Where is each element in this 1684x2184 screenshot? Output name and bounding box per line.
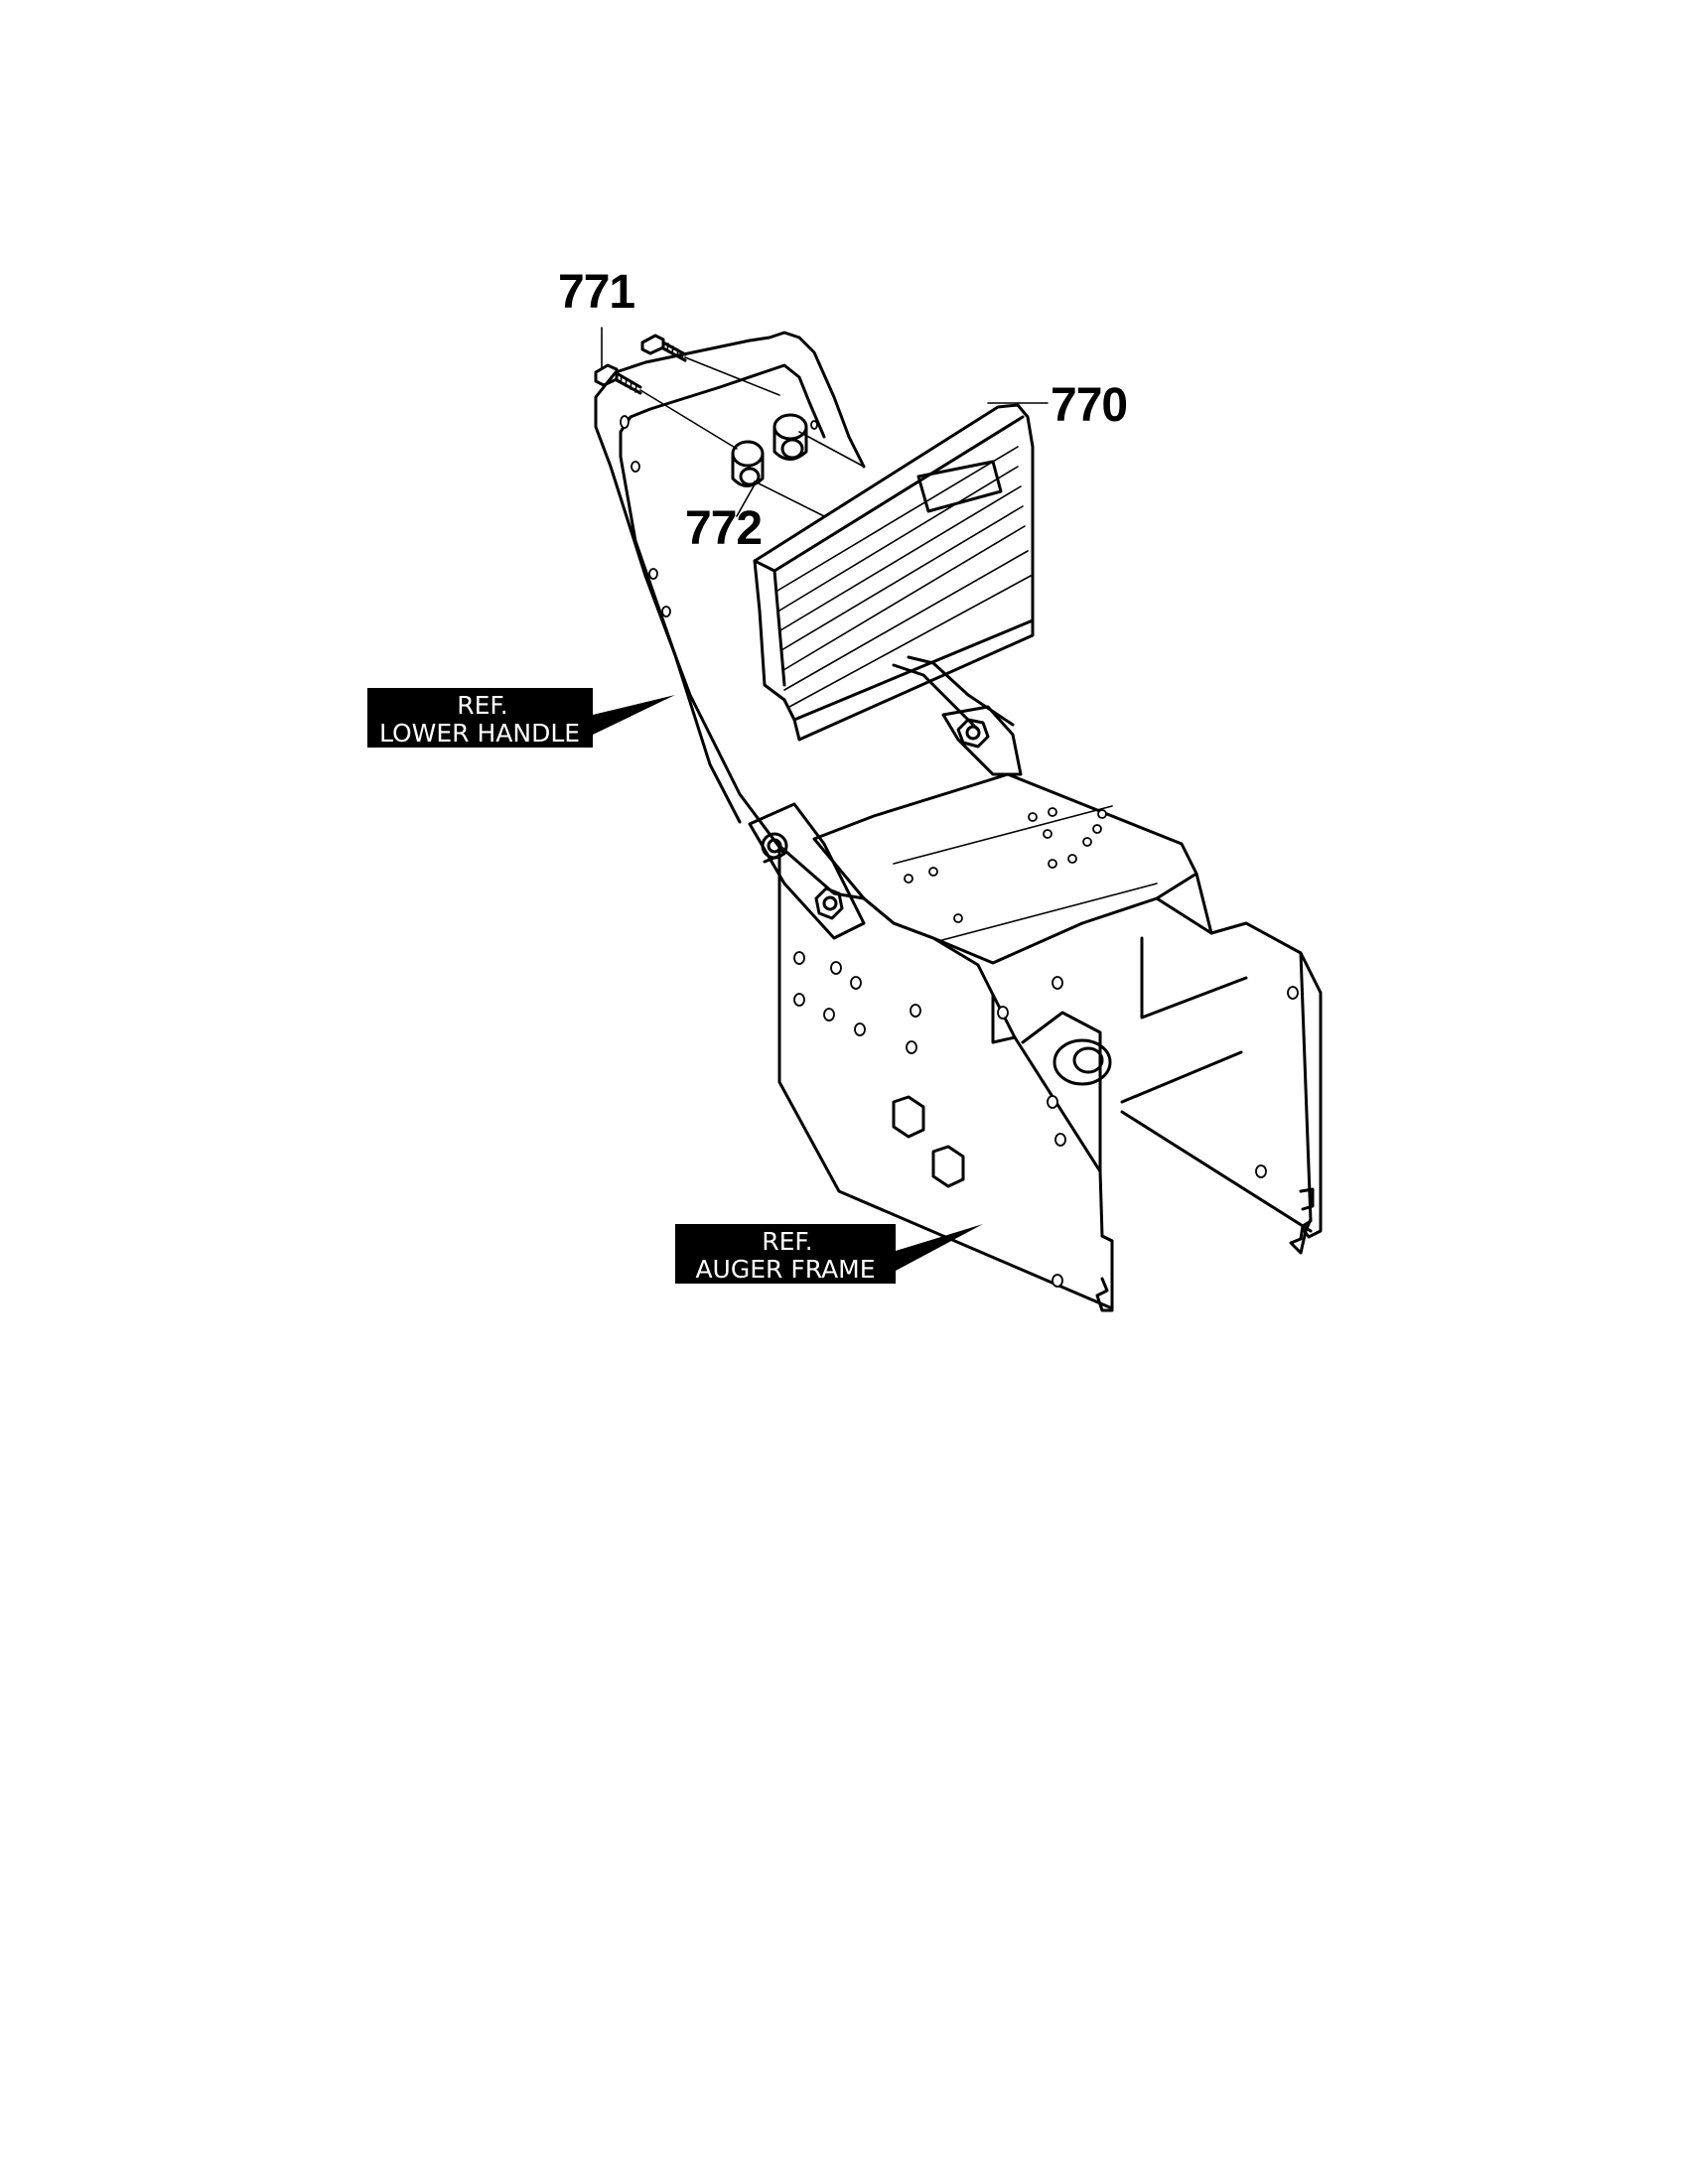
callout-771: 771	[558, 266, 634, 319]
ref-label-auger-frame: REF. AUGER FRAME	[675, 1224, 983, 1284]
part-770-panel	[753, 403, 1035, 742]
ref-lower-handle-line1: REF.	[457, 691, 507, 720]
mounting-holes	[793, 807, 1299, 1288]
lower-handle	[594, 331, 1023, 940]
callout-772: 772	[685, 502, 762, 555]
callout-770: 770	[1051, 379, 1127, 432]
ref-auger-frame-line1: REF.	[762, 1227, 812, 1256]
ref-lower-handle-line2: LOWER HANDLE	[379, 719, 580, 748]
part-771-bolts	[594, 327, 865, 517]
ref-auger-frame-line2: AUGER FRAME	[695, 1255, 875, 1284]
ref-label-lower-handle: REF. LOWER HANDLE	[367, 688, 675, 748]
auger-frame	[777, 772, 1323, 1312]
part-772-spacers	[731, 413, 808, 517]
